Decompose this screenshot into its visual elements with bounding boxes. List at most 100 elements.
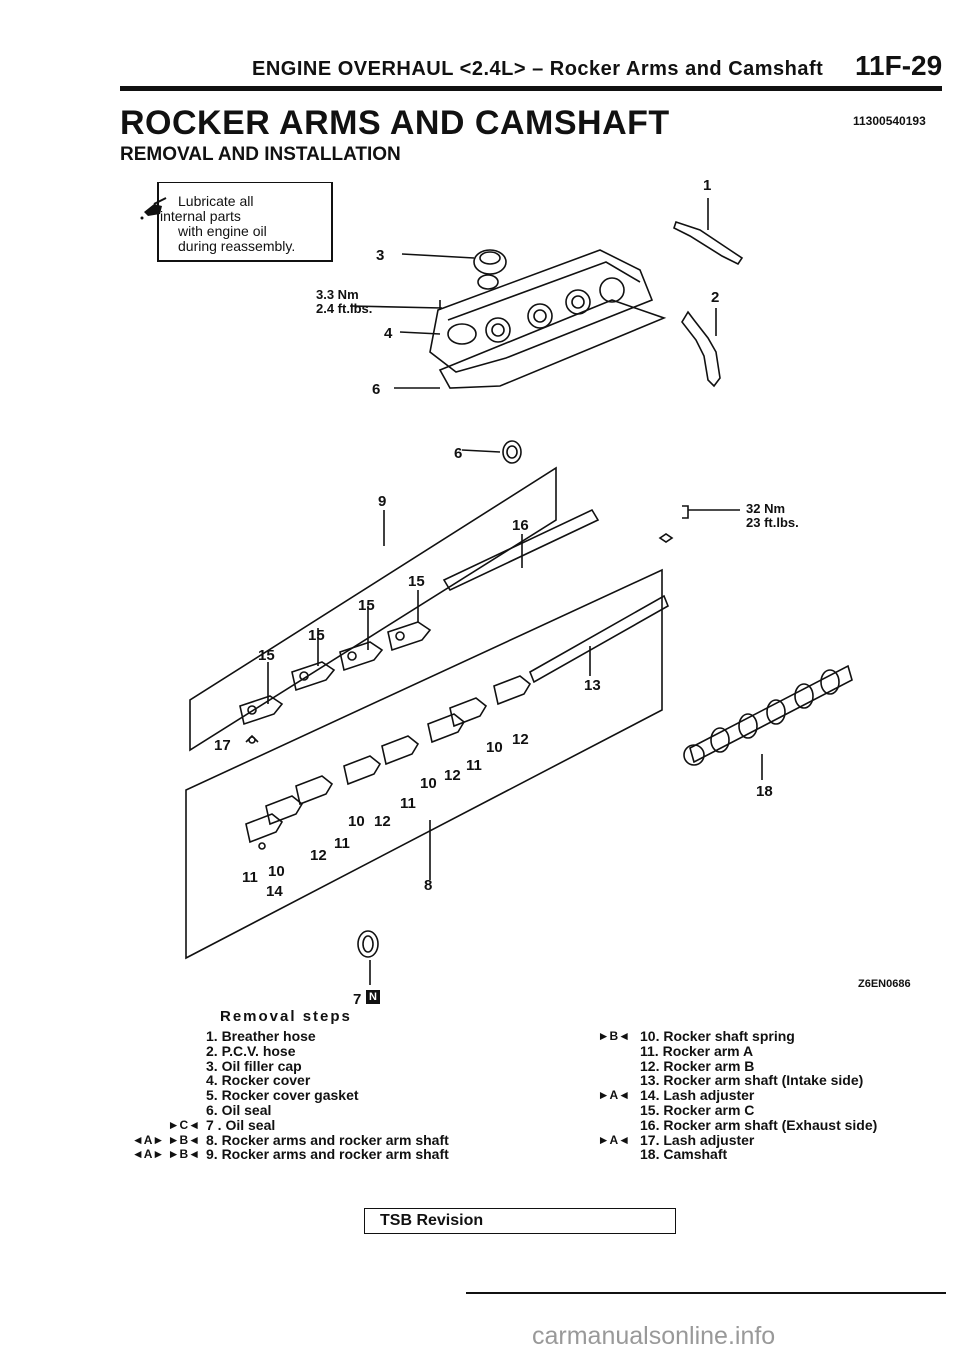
callout-12a: 12 (512, 731, 529, 748)
mark-13 (556, 1073, 630, 1088)
mark-7: ►C◄ (167, 1117, 200, 1132)
callout-10b: 10 (420, 775, 437, 792)
list-item: 3. Oil filler cap (206, 1057, 302, 1074)
oil-can-icon (140, 196, 170, 225)
callout-10a: 10 (486, 739, 503, 756)
rocker-arms-ab (245, 675, 532, 844)
camshaft-oil-seal (357, 930, 379, 958)
torque-cover-ft: 2.4 ft.lbs. (316, 301, 373, 316)
removal-steps-title: Removal steps (220, 1008, 352, 1025)
mark-6 (84, 1103, 200, 1118)
cap-gasket (477, 274, 499, 290)
list-item: 4. Rocker cover (206, 1072, 311, 1089)
torque-cover-nm: 3.3 Nm (316, 287, 359, 302)
lube-line-4: during reassembly. (178, 238, 296, 254)
exploded-view-diagram: 1 2 3 4 6 6 9 16 15 15 15 15 13 17 10 12… (185, 177, 853, 1008)
callout-9: 9 (378, 493, 386, 510)
list-item: 7 . Oil seal (206, 1116, 276, 1133)
mark-5 (84, 1088, 200, 1103)
rocker-cover (429, 249, 654, 373)
callout-16: 16 (512, 517, 529, 534)
callout-11a: 11 (466, 757, 482, 774)
lube-line-3: with engine oil (178, 223, 267, 239)
list-item: 1. Breather hose (206, 1028, 316, 1044)
list-item: 14. Lash adjuster (640, 1087, 755, 1104)
mark-3 (84, 1059, 200, 1074)
removal-steps-right: 10. Rocker shaft spring 11. Rocker arm A… (640, 1029, 877, 1162)
mark-15 (556, 1103, 630, 1118)
callout-15c: 15 (308, 627, 325, 644)
torque-shaft-bolt: 32 Nm 23 ft.lbs. (746, 502, 799, 530)
header-rule (120, 86, 942, 91)
mark-11 (556, 1044, 630, 1059)
list-item: 16. Rocker arm shaft (Exhaust side) (640, 1116, 878, 1133)
section-code: 11300540193 (853, 114, 926, 128)
callout-2: 2 (711, 289, 719, 306)
footer-rule (466, 1292, 946, 1294)
list-item: 11. Rocker arm A (640, 1042, 754, 1059)
list-item: 17. Lash adjuster (640, 1131, 755, 1148)
torque-shaft-ft: 23 ft.lbs. (746, 515, 799, 530)
section-title: ROCKER ARMS AND CAMSHAFT (120, 104, 670, 142)
oil-filler-cap (473, 249, 507, 275)
rocker-shaft-intake (528, 594, 670, 684)
lubrication-note-box (157, 182, 333, 262)
list-item: 8. Rocker arms and rocker arm shaft (206, 1131, 449, 1148)
callout-7: 7 (353, 991, 361, 1008)
new-part-badge: N (366, 990, 380, 1004)
callout-3: 3 (376, 247, 384, 264)
callout-15d: 15 (258, 647, 275, 664)
torque-cover-bolt: 3.3 Nm 2.4 ft.lbs. (316, 288, 372, 316)
rocker-shaft-exhaust (442, 508, 600, 592)
callout-8: 8 (424, 877, 432, 894)
callout-11c: 11 (334, 835, 350, 852)
mark-17: ►A◄ (597, 1132, 630, 1147)
lubrication-note: Lubricate all internal parts with engine… (160, 193, 328, 254)
tsb-revision-box: TSB Revision (364, 1208, 676, 1234)
page-number: 11F-29 (855, 50, 943, 81)
torque-shaft-nm: 32 Nm (746, 501, 786, 516)
callout-6b: 6 (454, 445, 462, 462)
callout-4: 4 (384, 325, 393, 342)
callout-12d: 12 (310, 847, 327, 864)
callout-6a: 6 (372, 381, 380, 398)
removal-steps-left: 1. Breather hose 2. P.C.V. hose 3. Oil f… (206, 1029, 449, 1162)
callout-10d: 10 (268, 863, 285, 880)
list-item: 9. Rocker arms and rocker arm shaft (206, 1146, 449, 1163)
callout-1: 1 (703, 177, 711, 194)
callout-18: 18 (756, 783, 773, 800)
callout-10c: 10 (348, 813, 365, 830)
figure-code: Z6EN0686 (858, 978, 911, 990)
callout-12b: 12 (444, 767, 461, 784)
list-item: 10. Rocker shaft spring (640, 1028, 795, 1044)
list-item: 5. Rocker cover gasket (206, 1087, 359, 1104)
mark-10: ►B◄ (597, 1029, 630, 1043)
pcv-hose (681, 308, 721, 388)
mark-14: ►A◄ (597, 1088, 630, 1103)
mark-16 (556, 1118, 630, 1133)
diagram-callouts: 1 2 3 4 6 6 9 16 15 15 15 15 13 17 10 12… (214, 177, 773, 1008)
mark-9: ◄A► ►B◄ (131, 1147, 200, 1162)
mark-2 (84, 1044, 200, 1059)
mark-12 (556, 1059, 630, 1074)
mark-1 (84, 1029, 200, 1044)
callout-15b: 15 (358, 597, 375, 614)
list-item: 6. Oil seal (206, 1101, 272, 1118)
camshaft (689, 664, 853, 764)
callout-11b: 11 (400, 795, 416, 812)
right-step-marks: ►B◄ ►A◄ ►A◄ (556, 1029, 630, 1162)
list-item: 2. P.C.V. hose (206, 1042, 296, 1059)
list-item: 18. Camshaft (640, 1146, 728, 1163)
lube-line-1: Lubricate all (178, 193, 254, 209)
list-item: 15. Rocker arm C (640, 1101, 755, 1118)
mark-18 (556, 1147, 630, 1162)
mark-8: ◄A► ►B◄ (131, 1132, 200, 1147)
callout-17: 17 (214, 737, 231, 754)
watermark: carmanualsonline.info (532, 1322, 776, 1350)
list-item: 13. Rocker arm shaft (Intake side) (640, 1072, 864, 1089)
callout-11d: 11 (242, 869, 258, 886)
intake-frame (185, 568, 663, 960)
callout-15a: 15 (408, 573, 425, 590)
exhaust-frame (189, 466, 557, 752)
shaft-bolt (658, 533, 674, 543)
